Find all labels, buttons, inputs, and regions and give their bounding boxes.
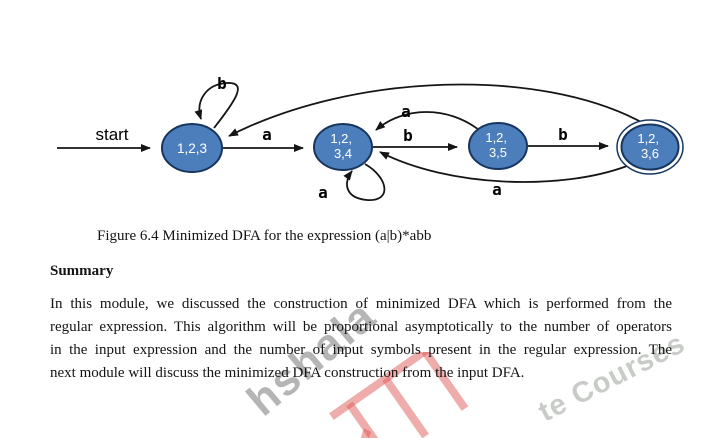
state-1236-label: 1,2, 3,6 [637,131,662,161]
summary-paragraph: In this module, we discussed the constru… [50,293,672,385]
state-1234-label: 1,2, 3,4 [330,131,355,161]
state-1236-ellipse [620,123,680,171]
figure-caption: Figure 6.4 Minimized DFA for the express… [97,228,432,244]
summary-line-4: next module will discuss the minimized D… [50,365,525,381]
label-a-1236-to-1234: a [492,180,502,199]
state-1235: 1,2, 3,5 [468,122,528,170]
summary-line-2: regular expression. This algorithm will … [50,319,672,335]
summary-line-3: in the input expression and the number o… [50,342,672,358]
label-a-123-to-1234: a [262,125,272,144]
summary-line-1: In this module, we discussed the constru… [50,296,672,312]
label-a-self-loop-1234: a [318,183,328,202]
edge-a-1236-to-1234-bottom-curve [379,151,628,183]
state-123-ellipse [161,123,223,173]
state-123-label: 1,2,3 [177,141,207,156]
label-a-1235-to-1234: a [401,102,411,121]
summary-heading: Summary [50,263,114,279]
state-1234: 1,2, 3,4 [313,123,373,171]
edge-1236-to-123-top-curve [228,83,642,137]
label-b-self-loop-123: b [217,74,227,93]
state-1234-ellipse [313,123,373,171]
start-label: start [95,125,128,144]
state-1235-label: 1,2, 3,5 [485,130,510,160]
state-123: 1,2,3 [161,123,223,173]
state-1236-accepting: 1,2, 3,6 [616,119,684,175]
edge-a-1235-to-1234 [375,111,480,131]
watermark-red-devanagari [329,352,469,438]
label-b-1235-to-1236: b [558,125,568,144]
edge-self-loop-b-on-123 [194,82,239,129]
label-b-1234-to-1235: b [403,126,413,145]
edge-self-loop-a-on-1234 [343,163,386,201]
state-1235-ellipse [468,122,528,170]
